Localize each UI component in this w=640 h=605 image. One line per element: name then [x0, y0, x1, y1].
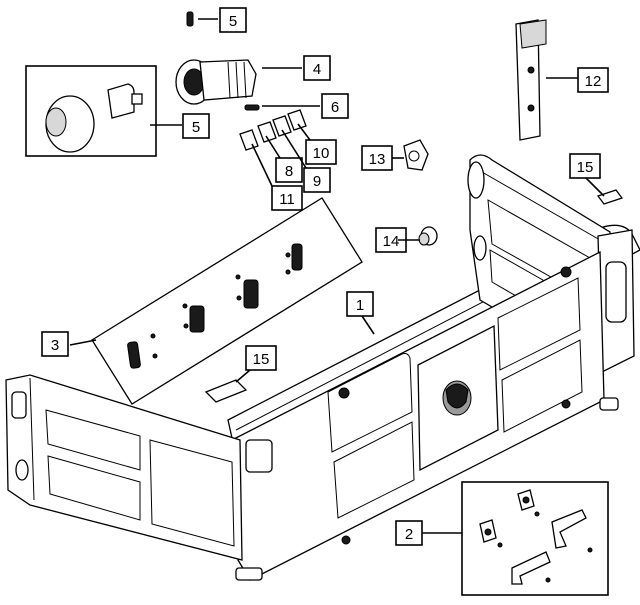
callout-13: 13 [361, 145, 393, 171]
lock-plate [91, 197, 363, 405]
lock-cylinder-detail-box [25, 65, 157, 157]
callout-9: 9 [303, 167, 331, 193]
callout-7: 5 [219, 7, 247, 33]
callout-5: 5 [182, 113, 210, 139]
callout-3: 3 [41, 331, 69, 357]
bed-extender-frame [5, 154, 640, 581]
pad-15-right [596, 189, 624, 205]
callout-4: 4 [303, 55, 331, 81]
callout-15-right-label: 15 [577, 159, 594, 176]
callout-7-label: 5 [229, 13, 237, 30]
callout-14: 14 [375, 227, 407, 253]
spring-pin-7 [186, 11, 194, 27]
callout-15-center: 15 [245, 345, 277, 371]
leader-lines [69, 18, 605, 534]
callout-11-label: 11 [279, 191, 295, 208]
callout-13-label: 13 [369, 151, 386, 168]
latch-arm-1 [551, 509, 587, 549]
latch-arm-2 [511, 551, 551, 585]
callout-11: 11 [271, 185, 303, 211]
callout-12: 12 [577, 67, 609, 93]
callout-8-label: 8 [285, 163, 293, 180]
callout-9-label: 9 [313, 173, 321, 190]
knob-13 [403, 139, 429, 171]
callout-2: 2 [395, 520, 423, 546]
callout-1-label: 1 [356, 297, 364, 314]
hardware-kit-box [461, 481, 609, 596]
cap-14 [418, 226, 438, 246]
pad-15-center [204, 379, 248, 403]
callout-1: 1 [346, 291, 374, 317]
callout-8: 8 [275, 157, 303, 183]
bracket-clamp-2 [479, 519, 497, 543]
callout-6: 6 [321, 93, 349, 119]
callout-5-label: 5 [192, 119, 200, 136]
ram-head-logo [442, 380, 472, 416]
bracket-clamp-1 [517, 489, 535, 511]
callout-2-label: 2 [405, 526, 413, 543]
roll-pin-6 [244, 104, 260, 111]
callout-12-label: 12 [585, 73, 602, 90]
callout-15-center-label: 15 [253, 351, 270, 368]
callout-10: 10 [305, 139, 337, 165]
lock-cylinder [175, 59, 257, 105]
callout-10-label: 10 [313, 145, 330, 162]
support-bracket-12 [515, 19, 547, 141]
callout-15-right: 15 [569, 153, 601, 179]
callout-4-label: 4 [313, 61, 321, 78]
callout-14-label: 14 [383, 233, 400, 250]
callout-6-label: 6 [331, 99, 339, 116]
callout-3-label: 3 [51, 337, 59, 354]
lock-clips-8-11 [239, 109, 307, 151]
